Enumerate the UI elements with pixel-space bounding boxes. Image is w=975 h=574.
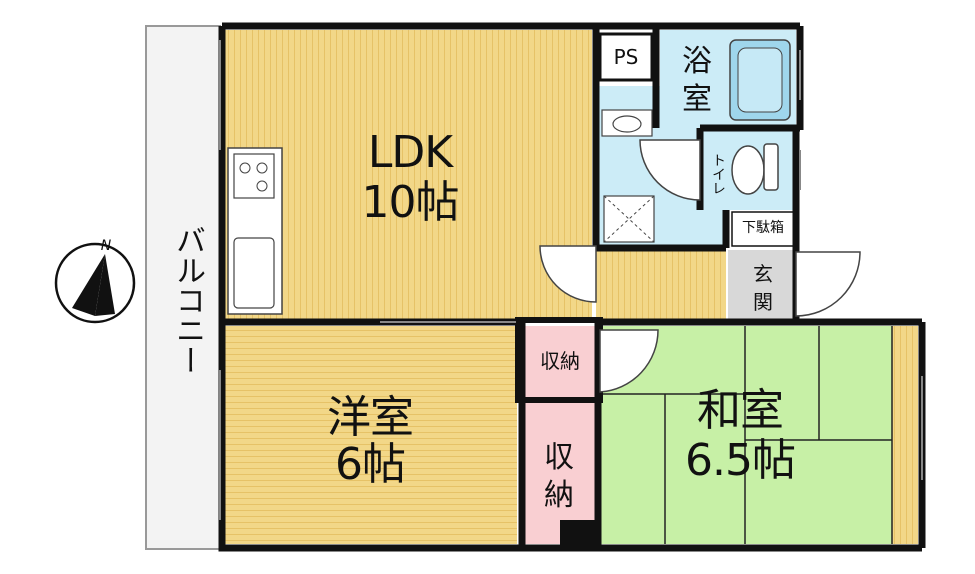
washer-space [603,195,655,243]
ldk-floor [225,30,592,320]
bath-label-1: 浴 [682,44,712,79]
japanese-tokonoma [892,326,918,544]
entrance-label-1: 玄 [753,262,773,286]
western-size: 6帖 [335,439,406,490]
shoe-box-label: 下駄箱 [742,220,784,236]
walls [218,22,926,552]
compass-north-label: N [100,238,112,254]
stove [233,153,275,199]
ps-label: PS [613,45,639,69]
western-label: 洋室 [327,392,414,443]
toilet-bowl [731,145,765,195]
tatami-lines [600,326,893,544]
kitchen-sink [233,237,275,309]
entrance-label-2: 関 [753,290,773,314]
closet-side-label-2: 納 [544,478,574,513]
balcony [145,25,221,550]
closet-side-label-1: 収 [544,440,574,475]
balcony-label: バルコニー [170,225,205,375]
japanese-label: 和室 [697,385,784,436]
bath-label-2: 室 [682,82,712,117]
hall-floor [596,250,726,320]
shoe-box [731,211,795,247]
toilet-label: トイレ [710,153,726,195]
ps-area [598,32,654,82]
closet-top-label: 収納 [540,349,580,373]
pillar [560,520,598,548]
closet-top [522,326,598,396]
ldk-size: 10帖 [361,177,460,228]
door-swings [539,139,861,393]
entrance-floor [728,250,794,320]
japanese-size: 6.5帖 [685,435,796,486]
windows [219,40,923,520]
western-floor [225,326,517,544]
closet-side [522,396,598,544]
ldk-label: LDK [367,127,453,178]
compass [54,242,136,324]
